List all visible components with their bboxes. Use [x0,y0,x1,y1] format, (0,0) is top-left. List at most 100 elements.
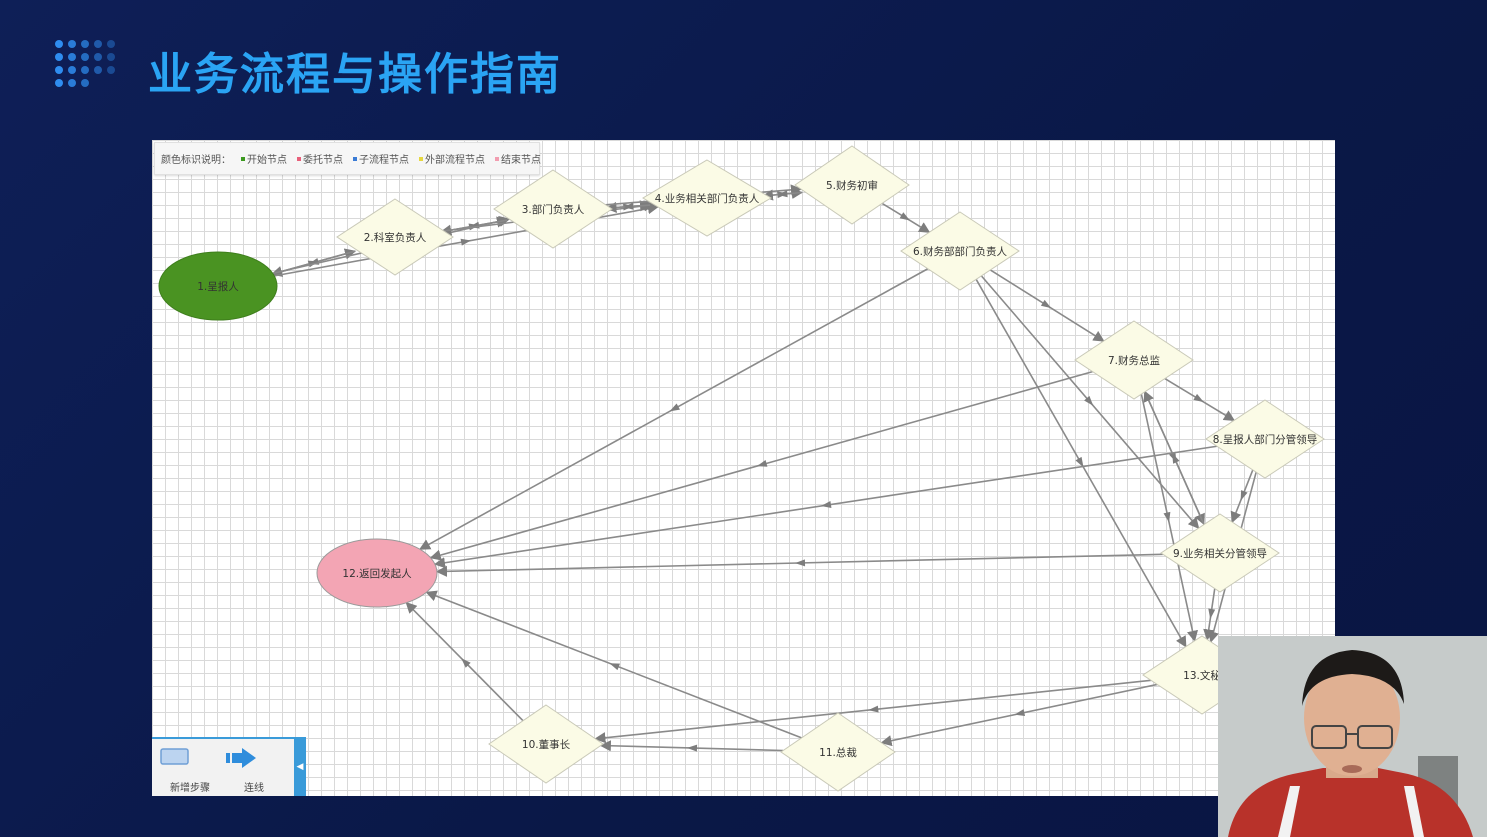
edge-arrow-icon [1075,456,1084,468]
decorative-dot [81,66,89,74]
flow-node-10[interactable]: 10.董事长 [488,704,604,784]
edge-arrow-icon [1172,453,1180,464]
decorative-dot [94,66,102,74]
legend-swatch [297,156,301,161]
node-label: 2.科室负责人 [364,231,427,244]
legend-item-external: 外部流程节点 [419,151,485,166]
edge-arrow-icon [777,190,788,198]
flow-node-3[interactable]: 3.部门负责人 [493,169,613,249]
legend-swatch [495,156,499,161]
edge-arrow-icon [609,663,620,671]
legend-swatch [419,156,423,161]
node-label: 6.财务部部门负责人 [913,245,1008,258]
edge-arrow-icon [460,238,472,246]
add-step-label: 新增步骤 [170,783,210,794]
node-label: 4.业务相关部门负责人 [655,192,760,205]
legend-title: 颜色标识说明： [161,155,231,166]
node-diamond-shape [1074,320,1194,400]
flow-node-7[interactable]: 7.财务总监 [1074,320,1194,400]
flow-node-9[interactable]: 9.业务相关分管领导 [1160,513,1280,593]
flow-node-1[interactable]: 1.呈报人 [158,251,278,321]
decorative-dot [68,79,76,87]
node-diamond-shape [794,145,910,225]
edge-arrow-icon [899,212,910,221]
node-diamond-shape [780,712,896,792]
legend-item-label: 开始节点 [247,155,287,166]
node-diamond-shape [336,198,454,276]
flow-node-8[interactable]: 8.呈报人部门分管领导 [1205,399,1325,479]
edge-arrow-icon [794,559,806,567]
decorative-dots-icon [55,40,121,96]
legend-item-label: 结束节点 [501,155,541,166]
decorative-dot [81,79,89,87]
node-label: 11.总裁 [819,746,857,759]
decorative-dot [68,40,76,48]
node-label: 13.文秘 [1183,669,1221,682]
edge-arrow-icon [669,403,680,412]
decorative-dot [68,66,76,74]
decorative-dot [55,40,63,48]
flow-diagram: 1.呈报人 2.科室负责人 3.部门负责人 4.业务相关部门负责人 5.财务初审 6.财务… [158,145,1325,792]
node-ellipse-shape [158,251,278,321]
legend-item-end: 结束节点 [495,151,541,166]
decorative-dot [94,40,102,48]
decorative-dot [81,53,89,61]
arrow-right-icon [224,747,284,773]
color-legend: 颜色标识说明： 开始节点 委托节点 子流程节点 外部流程节点 结束节点 [154,142,541,175]
flow-node-12[interactable]: 12.返回发起人 [316,538,438,608]
node-label: 5.财务初审 [826,179,878,192]
node-diamond-shape [1160,513,1280,593]
legend-item-label: 子流程节点 [359,155,409,166]
edge-arrow-icon [1240,490,1248,501]
legend-item-subflow: 子流程节点 [353,151,409,166]
legend-swatch [353,156,357,161]
presenter-webcam-video [1218,636,1487,837]
node-label: 3.部门负责人 [522,203,585,216]
add-step-button[interactable]: 新增步骤 [160,747,220,794]
edge-arrow-icon [756,460,768,467]
collapse-toolbar-button[interactable]: ◀ [294,737,306,796]
flow-diagram-canvas[interactable]: 1.呈报人 2.科室负责人 3.部门负责人 4.业务相关部门负责人 5.财务初审 6.财务… [152,140,1335,796]
connect-button[interactable]: 连线 [224,747,284,794]
connect-label: 连线 [244,783,264,794]
node-diamond-shape [488,704,604,784]
node-diamond-shape [493,169,613,249]
edge-arrow-icon [1014,709,1026,717]
add-step-icon [160,747,220,773]
diagram-toolbar: 新增步骤 连线 [152,737,306,796]
flow-node-6[interactable]: 6.财务部部门负责人 [900,211,1020,291]
node-diamond-shape [642,159,772,237]
node-label: 10.董事长 [522,738,571,751]
flow-node-4[interactable]: 4.业务相关部门负责人 [642,159,772,237]
flow-node-11[interactable]: 11.总裁 [780,712,896,792]
edge-arrow-icon [868,705,879,713]
edge-arrow-icon [687,744,698,752]
decorative-dot [55,53,63,61]
decorative-dot [55,66,63,74]
page-title: 业务流程与操作指南 [148,49,562,100]
legend-item-delegate: 委托节点 [297,151,343,166]
node-diamond-shape [900,211,1020,291]
edge-arrow-icon [1040,299,1052,309]
edge-arrow-icon [461,658,471,668]
decorative-dot [55,79,63,87]
decorative-dot [81,40,89,48]
node-label: 7.财务总监 [1108,354,1161,367]
flow-node-2[interactable]: 2.科室负责人 [336,198,454,276]
presenter-image [1218,636,1487,837]
node-label: 9.业务相关分管领导 [1173,547,1267,560]
edge-arrow-icon [821,501,832,508]
node-label: 8.呈报人部门分管领导 [1213,433,1318,446]
flow-node-5[interactable]: 5.财务初审 [794,145,910,225]
node-diamond-shape [1205,399,1325,479]
node-ellipse-shape [316,538,438,608]
legend-item-label: 委托节点 [303,155,343,166]
decorative-dot [68,53,76,61]
edge-arrow-icon [1084,395,1094,406]
decorative-dot [94,53,102,61]
edge-arrow-icon [1163,511,1171,523]
legend-item-label: 外部流程节点 [425,155,485,166]
legend-swatch [241,156,245,161]
edge-arrow-icon [1208,608,1216,619]
node-label: 12.返回发起人 [342,567,412,580]
